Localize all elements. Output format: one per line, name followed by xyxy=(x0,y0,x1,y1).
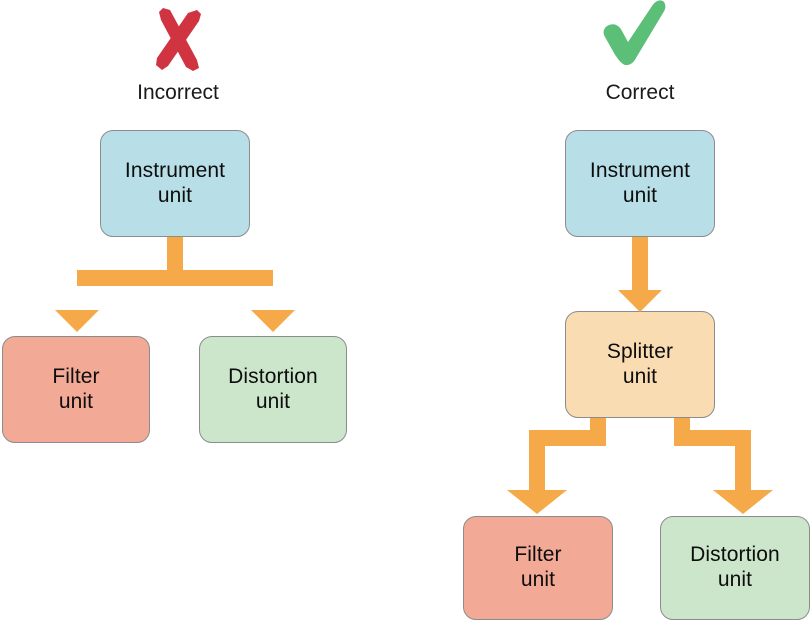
incorrect-filter-unit-box[interactable]: Filter unit xyxy=(2,336,150,443)
incorrect-instrument-unit-label: Instrument unit xyxy=(124,158,226,207)
correct-instrument-unit-box[interactable]: Instrument unit xyxy=(565,130,715,237)
correct-filter-unit-label: Filter unit xyxy=(514,543,562,591)
correct-filter-unit-box[interactable]: Filter unit xyxy=(463,516,613,620)
correct-distortion-unit-label: Distortion unit xyxy=(690,543,780,591)
incorrect-instrument-unit-box[interactable]: Instrument unit xyxy=(100,130,250,237)
incorrect-filter-unit-label: Filter unit xyxy=(52,364,100,413)
incorrect-distortion-unit-label: Distortion unit xyxy=(228,364,318,413)
cross-mark-icon xyxy=(156,8,201,71)
incorrect-caption: Incorrect xyxy=(137,81,219,104)
correct-instrument-to-splitter-arrow xyxy=(618,237,662,312)
correct-instrument-unit-label: Instrument unit xyxy=(589,158,691,207)
check-mark-icon xyxy=(603,0,666,66)
correct-splitter-unit-box[interactable]: Splitter unit xyxy=(565,311,715,418)
correct-distortion-unit-box[interactable]: Distortion unit xyxy=(660,516,810,620)
correct-splitter-to-filter-arrow xyxy=(507,418,606,514)
incorrect-split-arrow xyxy=(55,237,295,332)
correct-splitter-unit-label: Splitter unit xyxy=(606,339,674,388)
correct-splitter-to-distortion-arrow xyxy=(674,418,773,514)
correct-caption: Correct xyxy=(605,81,675,104)
incorrect-distortion-unit-box[interactable]: Distortion unit xyxy=(199,336,347,443)
